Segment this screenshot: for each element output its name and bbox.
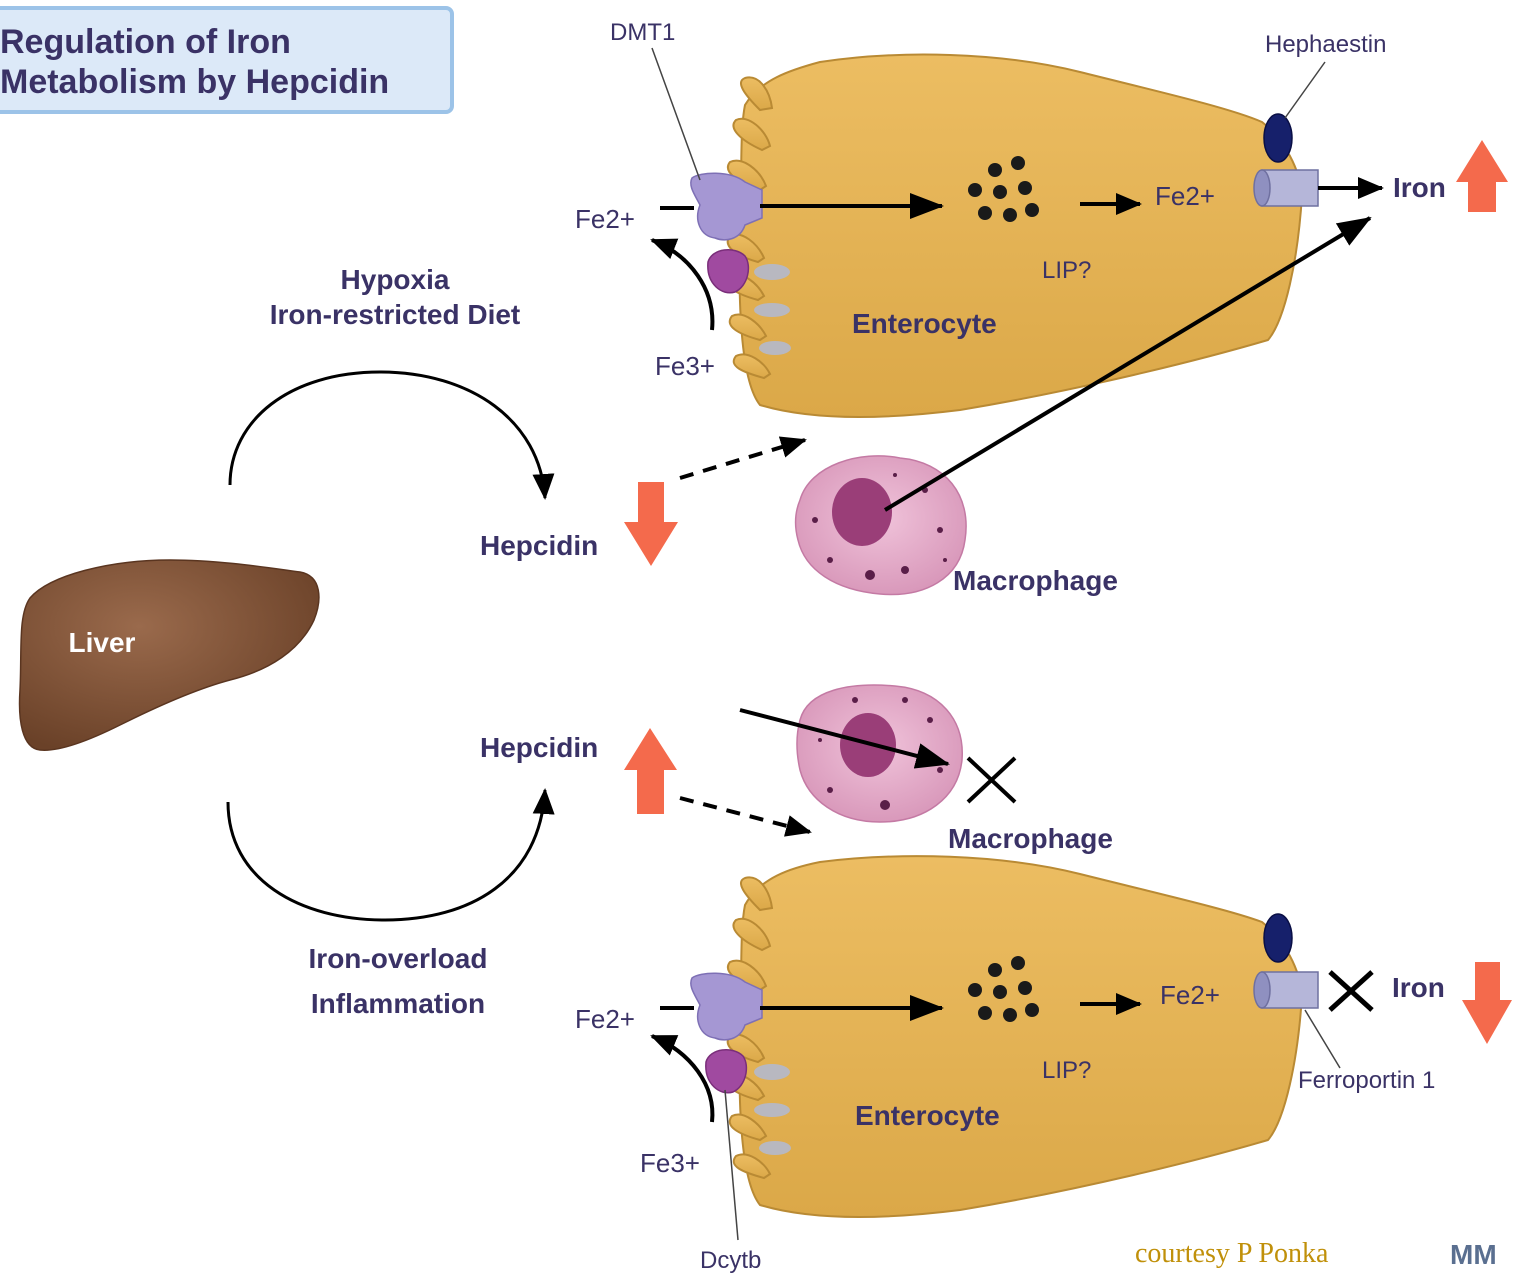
bottom-macrophage — [797, 685, 962, 822]
top-hepcidin-decrease-arrow — [624, 482, 678, 566]
bottom-hepcidin-dashed-arrow — [680, 798, 810, 832]
top-macrophage-nucleus — [832, 478, 892, 546]
title-box: Regulation of Iron Metabolism by Hepcidi… — [0, 8, 452, 112]
bottom-ferroportin-block-x — [1330, 972, 1372, 1010]
bottom-condition-line-2: Inflammation — [311, 988, 485, 1019]
bottom-dcytb-label: Dcytb — [700, 1247, 761, 1274]
top-dmt1-leader — [652, 48, 700, 180]
bottom-ferroportin — [1254, 972, 1318, 1008]
bottom-ferroportin-label: Ferroportin 1 — [1298, 1067, 1435, 1094]
top-fe3: Fe3+ — [655, 351, 715, 381]
top-enterocyte-body — [739, 55, 1302, 417]
top-hephaestin-label: Hephaestin — [1265, 31, 1386, 58]
bottom-macrophage-block-x — [968, 758, 1015, 802]
top-enterocyte: Enterocyte LIP? — [691, 55, 1318, 417]
bottom-ferroportin-leader — [1305, 1010, 1340, 1068]
top-liver-to-hepcidin-arrow — [230, 372, 545, 498]
liver: Liver — [20, 560, 319, 750]
bottom-fe3: Fe3+ — [640, 1148, 700, 1178]
bottom-macrophage-label: Macrophage — [948, 823, 1113, 854]
top-iron-increase-arrow — [1456, 140, 1508, 212]
top-iron-label: Iron — [1393, 172, 1446, 203]
top-hephaestin-leader — [1285, 62, 1325, 118]
top-hepcidin-label: Hepcidin — [480, 530, 598, 561]
bottom-hepcidin-label: Hepcidin — [480, 732, 598, 763]
bottom-fe2-out: Fe2+ — [1160, 980, 1220, 1010]
top-hephaestin — [1264, 114, 1292, 162]
top-ferroportin — [1254, 170, 1318, 206]
bottom-dcytb — [706, 1050, 747, 1093]
bottom-enterocyte: Enterocyte LIP? — [691, 856, 1318, 1217]
title-line-2: Metabolism by Hepcidin — [0, 63, 389, 101]
liver-label: Liver — [69, 627, 136, 658]
top-hepcidin-dashed-arrow — [680, 440, 805, 478]
bottom-hephaestin — [1264, 914, 1292, 962]
bottom-enterocyte-label: Enterocyte — [855, 1100, 1000, 1131]
bottom-lip-label: LIP? — [1042, 1057, 1091, 1084]
top-dmt1-label: DMT1 — [610, 19, 675, 46]
bottom-enterocyte-body — [739, 856, 1302, 1217]
logo-text: MM — [1450, 1239, 1497, 1270]
bottom-iron-label: Iron — [1392, 972, 1445, 1003]
bottom-fe2-in: Fe2+ — [575, 1004, 635, 1034]
liver-shape — [20, 560, 319, 750]
top-condition-line-1: Hypoxia — [341, 264, 450, 295]
top-enterocyte-label: Enterocyte — [852, 308, 997, 339]
bottom-iron-decrease-arrow — [1462, 962, 1512, 1044]
top-fe2-out: Fe2+ — [1155, 181, 1215, 211]
bottom-hepcidin-increase-arrow — [624, 728, 677, 814]
top-dcytb — [708, 250, 749, 293]
bottom-condition-line-1: Iron-overload — [309, 943, 488, 974]
top-lip-label: LIP? — [1042, 257, 1091, 284]
title-line-1: Regulation of Iron — [0, 23, 291, 61]
credit-text: courtesy P Ponka — [1135, 1238, 1329, 1269]
top-fe3-to-fe2-arrow — [652, 240, 712, 330]
top-fe2-in: Fe2+ — [575, 204, 635, 234]
bottom-fe3-to-fe2-arrow — [652, 1036, 712, 1122]
bottom-liver-to-hepcidin-arrow — [228, 790, 545, 920]
top-condition-line-2: Iron-restricted Diet — [270, 299, 521, 330]
top-macrophage-label: Macrophage — [953, 565, 1118, 596]
